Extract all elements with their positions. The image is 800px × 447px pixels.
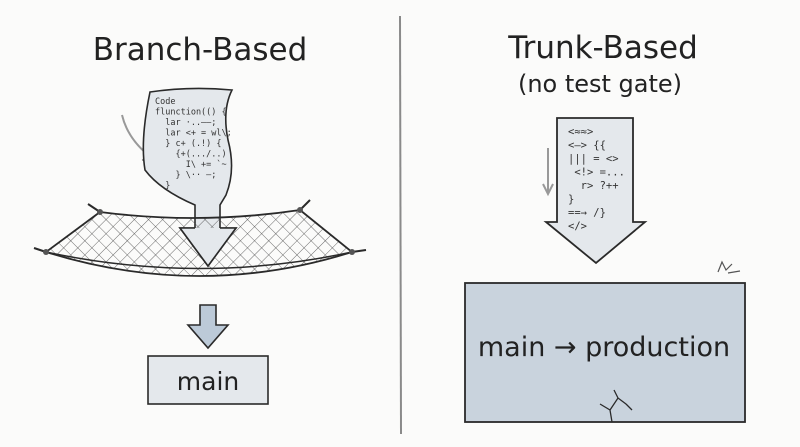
- code-line: ||| = <>: [568, 153, 619, 165]
- code-line: lar ·..——;: [155, 118, 216, 128]
- code-line: lar <+ = wl\;: [155, 129, 232, 139]
- scribble-mark: [717, 260, 741, 274]
- code-line: <!> =...: [568, 167, 625, 179]
- main-branch-box: [147, 355, 269, 405]
- code-line: flunction(() {: [155, 108, 227, 118]
- trunk-based-subtitle: (no test gate): [518, 70, 682, 98]
- crack: [599, 389, 633, 423]
- code-arrow: [543, 117, 648, 265]
- code-line: } \·· —;: [155, 171, 216, 181]
- code-line: r> ?++: [568, 180, 619, 192]
- code-line: <≈≈>: [568, 126, 593, 138]
- code-line: } c+ (.!) {: [155, 139, 222, 149]
- code-line: }: [568, 194, 574, 206]
- production-box: [464, 282, 746, 423]
- code-line: I\ += `~: [155, 159, 227, 170]
- trunk-based-title: Trunk-Based: [507, 30, 698, 66]
- code-line: </>: [568, 221, 587, 233]
- code-line: <—> {{: [568, 140, 606, 152]
- code-line: Code: [155, 97, 175, 107]
- branch-based-title: Branch-Based: [93, 32, 308, 68]
- main-production-label: main → production: [478, 332, 730, 363]
- code-line: {+(.../..): [155, 150, 227, 160]
- down-arrow-icon: [186, 304, 230, 350]
- code-line: }: [155, 181, 170, 191]
- main-label: main: [177, 367, 239, 396]
- code-text: <≈≈> <—> {{||| = <> <!> =... r> ?++}==→ /…: [568, 126, 625, 233]
- divider: [399, 15, 402, 435]
- code-line: ==→ /}: [568, 207, 606, 219]
